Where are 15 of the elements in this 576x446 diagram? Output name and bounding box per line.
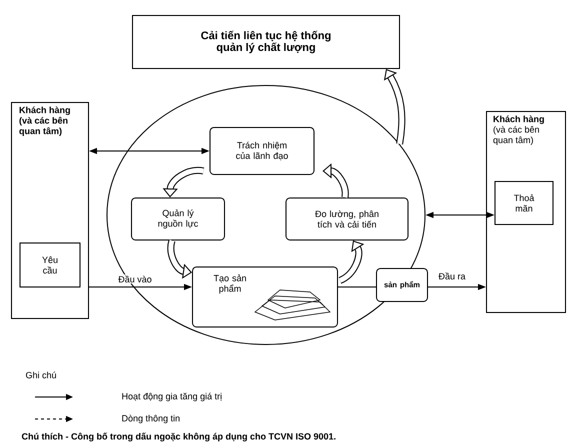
edge-label: Đầu ra	[438, 272, 466, 280]
process-box: Quản lý nguồn lực	[131, 198, 225, 240]
text-box: Cải tiến liên tục hệ thống quản lý chất lượng	[132, 15, 400, 69]
text-box: Yêu cầu	[20, 242, 80, 288]
connector-line	[338, 286, 376, 288]
legend-title: Ghi chú	[26, 372, 56, 378]
process-ellipse	[106, 85, 426, 345]
caption: Chú thích - Công bố trong dấu ngoặc không áp dụng cho TCVN ISO 9001.	[22, 432, 336, 442]
edge-label: Đầu vào	[117, 274, 153, 284]
legend-text: Dòng thông tin	[122, 414, 180, 424]
block-arrow	[384, 69, 406, 144]
legend-text: Hoạt động gia tăng giá trị	[122, 392, 222, 402]
process-box: Đo lường, phân tích và cải tiến	[286, 198, 408, 240]
process-box: Trách nhiệm của lãnh đạo	[210, 127, 314, 175]
text-box: Thoả mãn	[494, 181, 554, 225]
